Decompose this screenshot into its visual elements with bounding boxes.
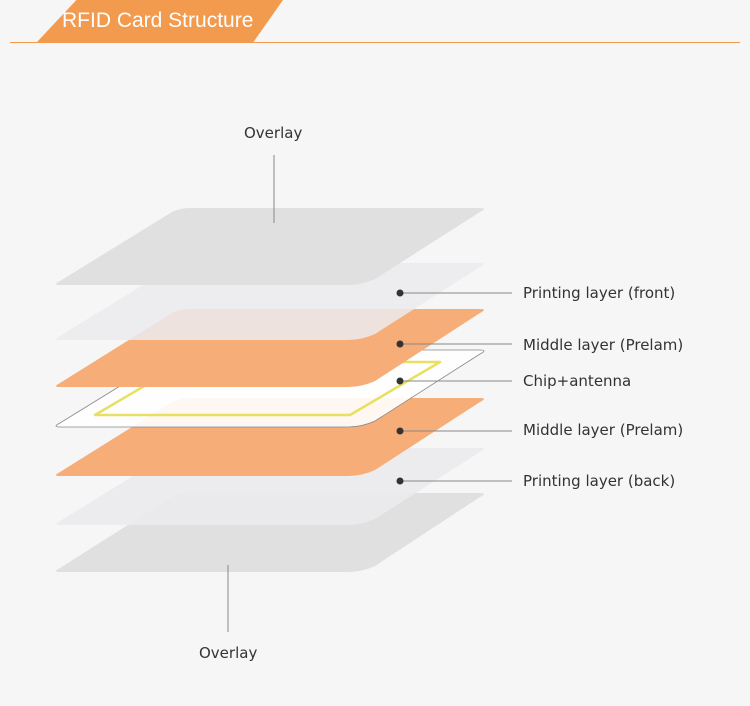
label-printing-back: Printing layer (back) <box>523 472 676 490</box>
title-divider <box>10 42 740 43</box>
label-printing-front: Printing layer (front) <box>523 284 676 302</box>
label-overlay-top: Overlay <box>244 124 303 142</box>
label-middle-bottom: Middle layer (Prelam) <box>523 421 684 439</box>
label-overlay-bottom: Overlay <box>199 644 258 662</box>
label-middle-top: Middle layer (Prelam) <box>523 336 684 354</box>
callout-dot <box>396 427 404 435</box>
title-banner <box>37 0 283 42</box>
page-title: RFID Card Structure <box>62 9 254 32</box>
callout-dot <box>396 289 404 297</box>
callout-dot <box>396 340 404 348</box>
layer-overlay-top <box>56 208 484 285</box>
callout-dot <box>396 377 404 385</box>
callout-dot <box>396 477 404 485</box>
label-chip-antenna: Chip+antenna <box>523 372 632 390</box>
